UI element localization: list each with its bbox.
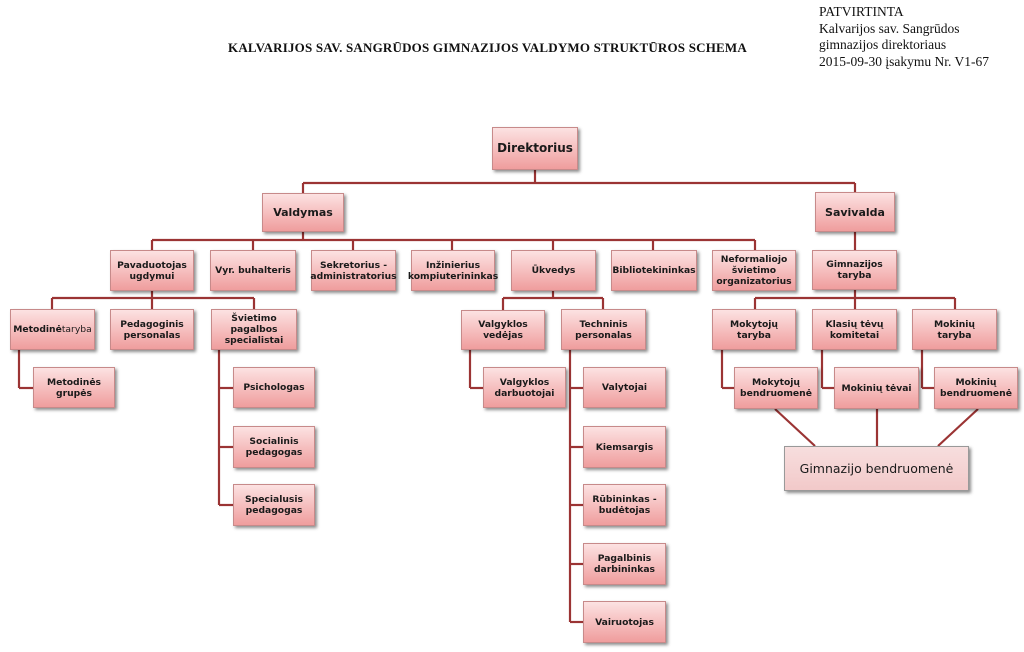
- node-sekretorius: Sekretorius - administratorius: [310, 250, 397, 291]
- node-valgyklos-vedejas: Valgyklos vedėjas: [461, 310, 545, 350]
- node-metodine-taryba: Metodinė taryba: [10, 309, 95, 350]
- node-mokiniu-bendruomene: Mokinių bendruomenė: [934, 367, 1018, 409]
- node-gimnazijos-taryba: Gimnazijos taryba: [812, 250, 897, 290]
- node-metodine-taryba-bold: Metodinė: [13, 324, 62, 335]
- connector: [937, 408, 979, 447]
- node-bibliotekininkas: Bibliotekininkas: [611, 250, 697, 291]
- node-vairuotojas: Vairuotojas: [583, 601, 666, 643]
- node-rubininkas: Rūbininkas - budėtojas: [583, 484, 666, 526]
- node-direktorius: Direktorius: [492, 127, 578, 170]
- connector: [774, 408, 816, 447]
- approval-line: 2015-09-30 įsakymu Nr. V1-67: [819, 53, 989, 69]
- node-psichologas: Psichologas: [233, 367, 315, 408]
- node-mokytoju-taryba: Mokytojų taryba: [712, 309, 796, 350]
- node-klasiu-tevu-komitetai: Klasių tėvų komitetai: [812, 309, 897, 350]
- node-gimnazijos-bendruomene: Gimnazijo bendruomenė: [784, 446, 969, 491]
- approval-line: PATVIRTINTA: [819, 4, 904, 19]
- page-title: KALVARIJOS SAV. SANGRŪDOS GIMNAZIJOS VAL…: [228, 40, 747, 55]
- node-pagalbinis-darbininkas: Pagalbinis darbininkas: [583, 543, 666, 585]
- node-ukvedys: Ūkvedys: [511, 250, 596, 291]
- node-specialusis-pedagogas: Specialusis pedagogas: [233, 484, 315, 526]
- node-valgyklos-darbuotojai: Valgyklos darbuotojai: [483, 367, 566, 408]
- node-neformaliojo: Neformaliojo švietimo organizatorius: [712, 250, 796, 291]
- node-kiemsargis: Kiemsargis: [583, 426, 666, 468]
- approval-line: Kalvarijos sav. Sangrūdos: [819, 20, 960, 36]
- node-valytojai: Valytojai: [583, 367, 666, 408]
- node-svietimo-pagalbos: Švietimo pagalbos specialistai: [211, 309, 297, 350]
- node-inzinierius: Inžinierius kompiuterininkas: [408, 250, 498, 291]
- node-mokiniu-taryba: Mokinių taryba: [912, 309, 997, 350]
- node-techninis-personalas: Techninis personalas: [561, 309, 646, 350]
- node-socialinis-pedagogas: Socialinis pedagogas: [233, 426, 315, 468]
- node-vyr-buhalteris: Vyr. buhalteris: [210, 250, 296, 291]
- node-savivalda: Savivalda: [815, 192, 895, 232]
- node-valdymas: Valdymas: [262, 193, 344, 232]
- node-pedagoginis-personalas: Pedagoginis personalas: [110, 309, 194, 350]
- node-metodine-taryba-light: taryba: [61, 324, 92, 335]
- node-pavaduotojas-ugdymui: Pavaduotojas ugdymui: [110, 250, 194, 291]
- approval-line: gimnazijos direktoriaus: [819, 37, 947, 52]
- node-mokiniu-tevai: Mokinių tėvai: [834, 367, 919, 409]
- node-metodines-grupes: Metodinės grupės: [33, 367, 115, 408]
- node-mokytoju-bendruomene: Mokytojų bendruomenė: [734, 367, 818, 409]
- approval-stamp: PATVIRTINTA Kalvarijos sav. Sangrūdos gi…: [819, 4, 1019, 70]
